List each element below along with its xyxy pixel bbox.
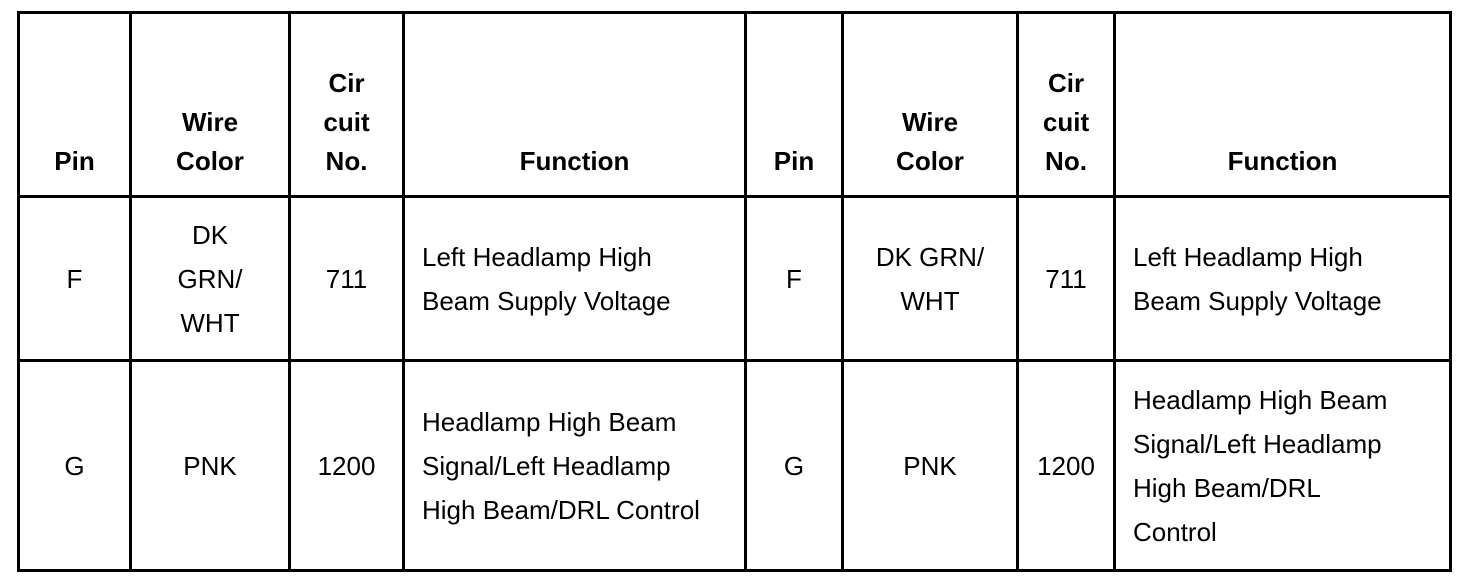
circuit-cell: 711: [1016, 195, 1116, 362]
table-row: G PNK 1200 Headlamp High Beam Signal/Lef…: [17, 359, 1452, 572]
pin-cell: G: [17, 359, 132, 572]
wire-color-cell: DK GRN/WHT: [841, 195, 1019, 362]
pin-cell: F: [17, 195, 132, 362]
function-cell: Left Headlamp High Beam Supply Voltage: [402, 195, 747, 362]
function-cell: Left Headlamp High Beam Supply Voltage: [1113, 195, 1452, 362]
header-pin: Pin: [744, 11, 844, 198]
function-cell: Headlamp High Beam Signal/Left Headlamp …: [402, 359, 747, 572]
circuit-cell: 711: [288, 195, 405, 362]
wire-color-cell: PNK: [129, 359, 291, 572]
circuit-cell: 1200: [1016, 359, 1116, 572]
header-function: Function: [1113, 11, 1452, 198]
circuit-cell: 1200: [288, 359, 405, 572]
pin-cell: F: [744, 195, 844, 362]
header-function: Function: [402, 11, 747, 198]
wire-color-cell: PNK: [841, 359, 1019, 572]
pin-cell: G: [744, 359, 844, 572]
function-cell: Headlamp High Beam Signal/Left Headlamp …: [1113, 359, 1452, 572]
header-pin: Pin: [17, 11, 132, 198]
